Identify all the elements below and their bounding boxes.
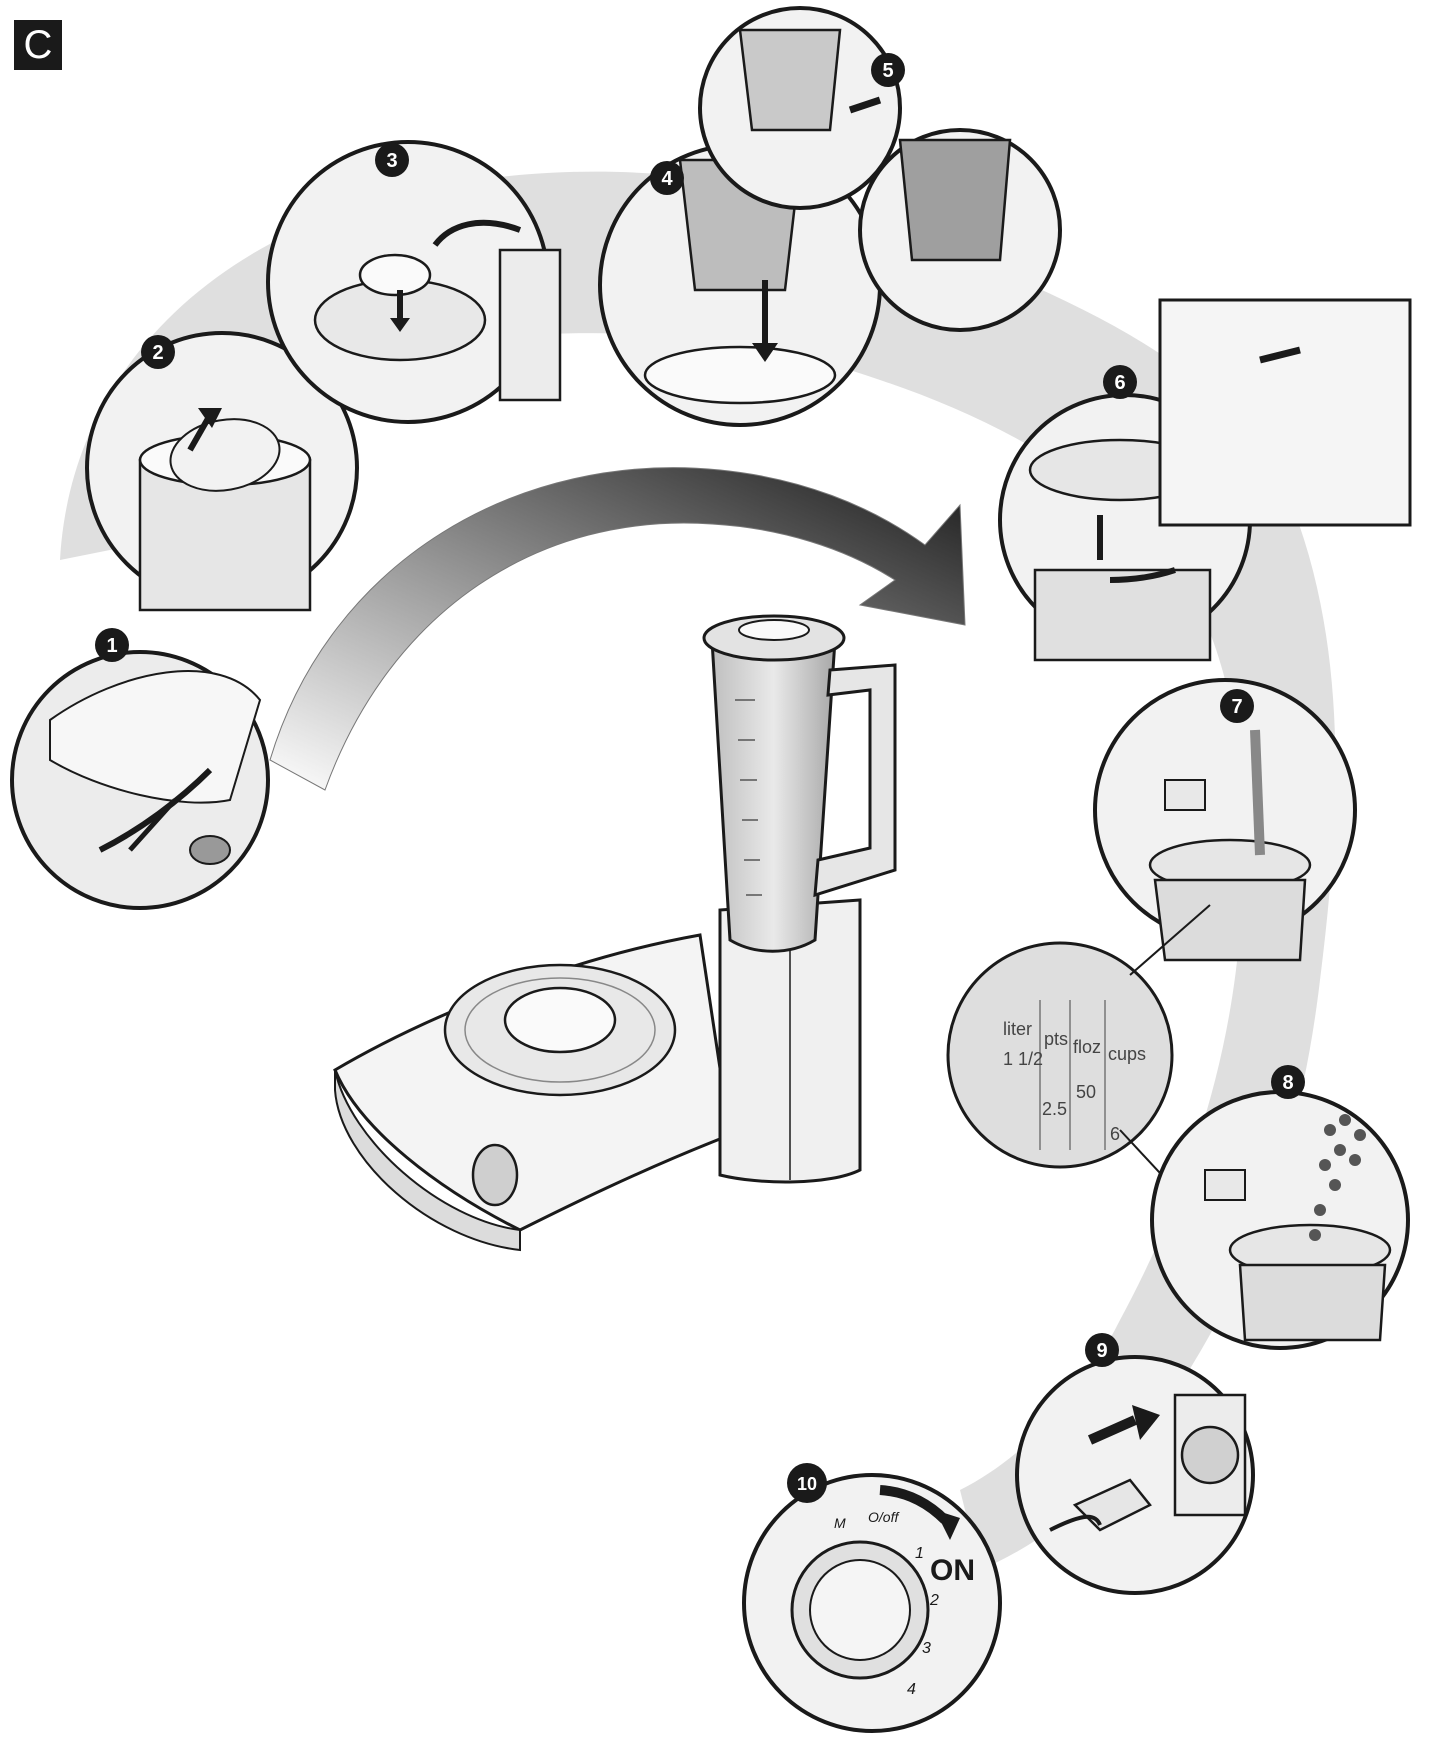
scale-header-cups: cups bbox=[1108, 1044, 1146, 1064]
step-panel-9 bbox=[1015, 1355, 1255, 1595]
dial-position-2: 2 bbox=[929, 1592, 939, 1609]
step-badge-10: 10 bbox=[787, 1463, 827, 1503]
step-panel-8 bbox=[1150, 1090, 1410, 1350]
step-badge-4: 4 bbox=[650, 161, 684, 195]
dial-mark-off: O/off bbox=[868, 1509, 900, 1525]
outlet-cover bbox=[503, 986, 617, 1054]
step-badge-9: 9 bbox=[1085, 1333, 1119, 1367]
svg-text:9: 9 bbox=[1096, 1340, 1107, 1362]
step-badge-8: 8 bbox=[1271, 1065, 1305, 1099]
dial-position-4: 4 bbox=[907, 1681, 916, 1698]
dial-position-1: 1 bbox=[915, 1545, 924, 1562]
step-panel-2 bbox=[85, 331, 359, 612]
svg-text:8: 8 bbox=[1282, 1072, 1293, 1094]
step-badge-1: 1 bbox=[95, 628, 129, 662]
dial-mark-m: M bbox=[834, 1515, 846, 1531]
svg-text:6: 6 bbox=[1114, 372, 1125, 394]
scale-value-floz: 50 bbox=[1076, 1082, 1096, 1102]
svg-text:10: 10 bbox=[797, 1474, 817, 1494]
large-curved-arrow bbox=[269, 467, 966, 791]
svg-text:7: 7 bbox=[1231, 696, 1242, 718]
scale-value-liter: 1 1/2 bbox=[1003, 1049, 1043, 1069]
step-panel-6 bbox=[998, 298, 1412, 662]
scale-value-cups: 6 bbox=[1110, 1124, 1120, 1144]
svg-text:3: 3 bbox=[386, 150, 397, 172]
step-panel-3 bbox=[266, 140, 562, 424]
speed-knob bbox=[471, 1143, 519, 1207]
blender-base bbox=[333, 933, 732, 1252]
scale-header-floz: floz bbox=[1073, 1037, 1101, 1057]
svg-text:2: 2 bbox=[152, 342, 163, 364]
step-panel-1 bbox=[10, 650, 270, 910]
on-label: ON bbox=[930, 1554, 975, 1587]
jug-handle bbox=[813, 663, 897, 898]
blender-jug bbox=[702, 614, 897, 953]
step-badge-3: 3 bbox=[375, 143, 409, 177]
step-badge-5: 5 bbox=[871, 53, 905, 87]
swirl-band bbox=[60, 171, 1336, 1571]
step-badge-7: 7 bbox=[1220, 689, 1254, 723]
step-panel-10: M O/off 1 2 3 4 ON bbox=[742, 1473, 1002, 1733]
scale-value-pts: 2.5 bbox=[1042, 1099, 1067, 1119]
svg-text:5: 5 bbox=[882, 60, 893, 82]
section-label: C bbox=[14, 20, 62, 70]
jug-scale-zoom: liter pts floz cups 1 1/2 2.5 50 6 bbox=[946, 904, 1251, 1271]
dial-position-3: 3 bbox=[922, 1640, 931, 1657]
step-panel-7 bbox=[1093, 678, 1357, 962]
step-badges: 1 2 3 4 5 6 7 8 9 10 bbox=[95, 53, 1305, 1503]
scale-header-pts: pts bbox=[1044, 1029, 1068, 1049]
step-panel-5 bbox=[698, 6, 1062, 332]
blender-tower bbox=[718, 898, 862, 1184]
step-badge-6: 6 bbox=[1103, 365, 1137, 399]
svg-text:1: 1 bbox=[106, 635, 117, 657]
scale-header-liter: liter bbox=[1003, 1019, 1032, 1039]
socket bbox=[1180, 1425, 1240, 1485]
svg-text:4: 4 bbox=[661, 168, 673, 190]
step-badge-2: 2 bbox=[141, 335, 175, 369]
grains bbox=[1309, 1114, 1366, 1241]
